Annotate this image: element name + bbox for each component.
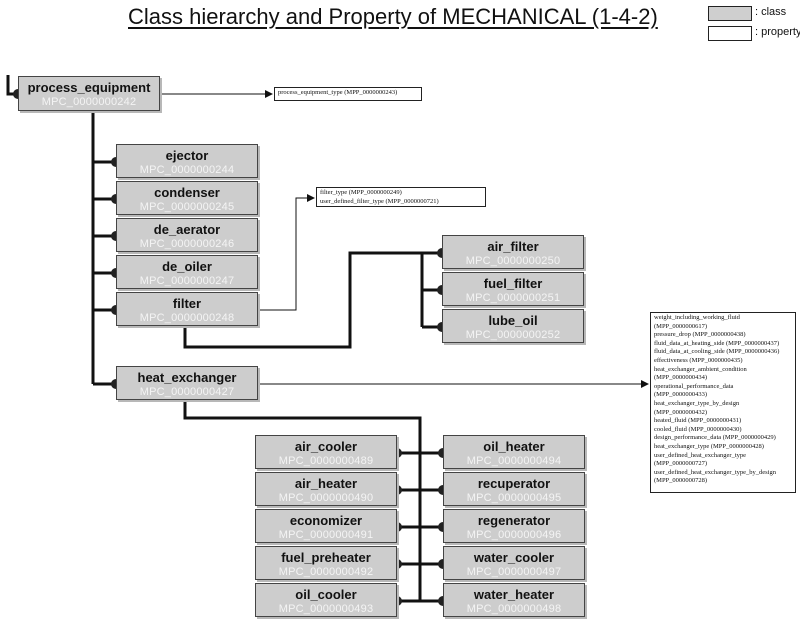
class-fuel-filter[interactable]: fuel_filter MPC_0000000251 [442,272,584,306]
class-name: heat_exchanger [137,370,237,385]
class-code: MPC_0000000244 [139,164,235,176]
class-name: de_oiler [162,259,212,274]
property-line: (MPP_0000000728) [654,477,708,485]
property-line: fluid_data_at_cooling_side (MPP_00000004… [654,348,780,356]
class-oil-heater[interactable]: oil_heater MPC_0000000494 [443,435,585,469]
class-air-filter[interactable]: air_filter MPC_0000000250 [442,235,584,269]
class-code: MPC_0000000491 [278,529,374,541]
property-line: filter_type (MPP_0000000249) [320,189,402,196]
property-line: heat_exchanger_type (MPP_0000000428) [654,442,764,450]
class-recuperator[interactable]: recuperator MPC_0000000495 [443,472,585,506]
legend-property-label: : property [755,26,800,38]
class-de-aerator[interactable]: de_aerator MPC_0000000246 [116,218,258,252]
class-name: process_equipment [27,80,151,95]
property-line: user_defined_heat_exchanger_type [654,451,747,459]
class-regenerator[interactable]: regenerator MPC_0000000496 [443,509,585,543]
class-code: MPC_0000000489 [278,455,374,467]
property-line: heat_exchanger_ambient_condition [654,365,747,373]
property-line: operational_performance_data [654,382,734,390]
property-line: (MPP_0000000617) [654,322,708,330]
class-code: MPC_0000000496 [466,529,562,541]
property-line: weight_including_working_fluid [654,314,740,321]
class-code: MPC_0000000490 [278,492,374,504]
property-line: (MPP_0000000433) [654,391,708,399]
legend-class-swatch [708,6,752,21]
class-name: water_cooler [473,550,555,565]
class-name: air_filter [487,239,539,254]
class-condenser[interactable]: condenser MPC_0000000245 [116,181,258,215]
class-code: MPC_0000000248 [139,312,235,324]
class-name: de_aerator [153,222,221,237]
class-code: MPC_0000000495 [466,492,562,504]
class-code: MPC_0000000498 [466,603,562,615]
properties-process-equipment: process_equipment_type (MPP_0000000243) [274,87,422,101]
class-code: MPC_0000000492 [278,566,374,578]
class-air-heater[interactable]: air_heater MPC_0000000490 [255,472,397,506]
class-lube-oil[interactable]: lube_oil MPC_0000000252 [442,309,584,343]
class-fuel-preheater[interactable]: fuel_preheater MPC_0000000492 [255,546,397,580]
class-code: MPC_0000000494 [466,455,562,467]
class-code: MPC_0000000427 [139,386,235,398]
heat-exchanger-branches [397,451,443,603]
class-name: economizer [289,513,363,528]
class-code: MPC_0000000250 [465,255,561,267]
filter-trunk [183,251,424,349]
class-name: ejector [165,148,209,163]
diagram-title: Class hierarchy and Property of MECHANIC… [128,4,658,29]
class-code: MPC_0000000493 [278,603,374,615]
class-water-cooler[interactable]: water_cooler MPC_0000000497 [443,546,585,580]
class-air-cooler[interactable]: air_cooler MPC_0000000489 [255,435,397,469]
class-water-heater[interactable]: water_heater MPC_0000000498 [443,583,585,617]
class-name: water_heater [473,587,555,602]
class-name: oil_heater [483,439,545,454]
property-line: cooled_fluid (MPP_0000000430) [654,425,742,433]
class-economizer[interactable]: economizer MPC_0000000491 [255,509,397,543]
class-code: MPC_0000000245 [139,201,235,213]
class-name: filter [172,296,202,311]
class-code: MPC_0000000246 [139,238,235,250]
class-code: MPC_0000000252 [465,329,561,341]
class-heat-exchanger[interactable]: heat_exchanger MPC_0000000427 [116,366,258,400]
class-name: condenser [154,185,220,200]
class-de-oiler[interactable]: de_oiler MPC_0000000247 [116,255,258,289]
property-line: effectiveness (MPP_0000000435) [654,356,743,364]
class-name: oil_cooler [295,587,357,602]
heat-exchanger-trunk [183,398,422,602]
property-line: user_defined_heat_exchanger_type_by_desi… [654,468,777,476]
property-line: heated_fluid (MPP_0000000431) [654,417,742,425]
class-name: regenerator [477,513,551,528]
class-name: fuel_filter [483,276,543,291]
property-line: heat_exchanger_type_by_design [654,399,740,407]
legend-property-swatch [708,26,752,41]
class-code: MPC_0000000251 [465,292,561,304]
class-oil-cooler[interactable]: oil_cooler MPC_0000000493 [255,583,397,617]
class-code: MPC_0000000242 [41,96,137,108]
class-name: lube_oil [488,313,538,328]
class-code: MPC_0000000247 [139,275,235,287]
legend-class-label: : class [755,6,787,18]
class-ejector[interactable]: ejector MPC_0000000244 [116,144,258,178]
properties-heat-exchanger: weight_including_working_fluid (MPP_0000… [650,312,796,493]
property-line: user_defined_filter_type (MPP_0000000721… [320,197,439,205]
class-name: fuel_preheater [281,550,371,565]
property-line: pressure_drop (MPP_0000000438) [654,331,746,339]
class-code: MPC_0000000497 [466,566,562,578]
class-name: air_heater [294,476,358,491]
property-line: fluid_data_at_heating_side (MPP_00000004… [654,339,780,347]
filter-property-arrow [258,194,315,311]
property-line: (MPP_0000000434) [654,374,708,382]
class-name: air_cooler [294,439,358,454]
properties-filter: filter_type (MPP_0000000249) user_define… [316,187,486,207]
property-line: (MPP_0000000727) [654,460,708,468]
property-line: process_equipment_type (MPP_0000000243) [278,89,398,96]
class-filter[interactable]: filter MPC_0000000248 [116,292,258,326]
class-process-equipment[interactable]: process_equipment MPC_0000000242 [18,76,160,111]
property-line: (MPP_0000000432) [654,408,708,416]
class-name: recuperator [477,476,551,491]
property-line: design_performance_data (MPP_0000000429) [654,434,776,442]
